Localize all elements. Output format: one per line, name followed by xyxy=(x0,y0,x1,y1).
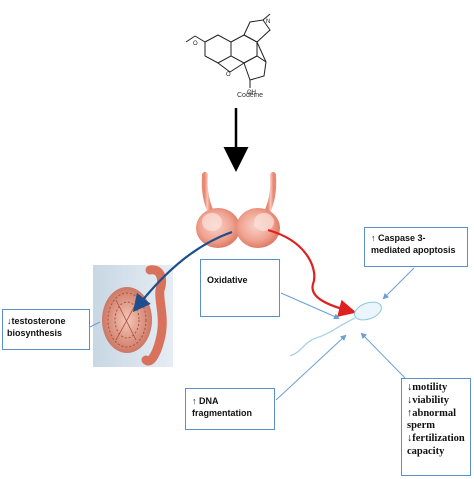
dna-to-sperm-arrow xyxy=(275,334,347,401)
sperm-effect-item: ↓fertilization xyxy=(407,433,465,445)
testosterone-line2: biosynthesis xyxy=(7,328,63,339)
testes-to-sperm-arrow xyxy=(267,228,357,317)
sperm-effect-item: ↓viability xyxy=(407,394,450,406)
dna-line1: ↑ DNA xyxy=(192,396,219,406)
motility-to-sperm-arrow xyxy=(360,332,406,379)
testosterone-line1: ↓testosterone xyxy=(7,316,66,326)
oxidative-box: Oxidative xyxy=(200,259,280,317)
sperm-effect-item: ↓motility xyxy=(407,382,448,393)
hydroxyl-label: OH xyxy=(247,90,256,96)
oxidative-text: Oxidative xyxy=(207,275,248,285)
sperm-effect-item: capacity xyxy=(407,445,445,457)
caspase-line2: mediated apoptosis xyxy=(371,245,456,256)
codeine-structure xyxy=(185,13,271,88)
ether-o-label: O xyxy=(226,72,231,78)
dna-box: ↑ DNA fragmentation xyxy=(185,388,275,430)
methoxy-o-label: O xyxy=(193,41,198,47)
oxidative-to-sperm-arrow xyxy=(280,292,340,320)
sperm-effect-item: ↑abnormal xyxy=(407,407,457,419)
caspase-box: ↑ Caspase 3- mediated apoptosis xyxy=(364,227,468,267)
caspase-to-sperm-arrow xyxy=(382,267,415,300)
testes-illustration xyxy=(196,172,280,248)
codeine-label: Codeine xyxy=(237,92,264,99)
testosterone-connector xyxy=(89,321,101,328)
nitrogen-label: N xyxy=(266,19,270,25)
sperm-illustration xyxy=(289,301,382,357)
testosterone-box: ↓testosterone biosynthesis xyxy=(2,309,90,350)
testes-to-tissue-arrow xyxy=(132,230,233,313)
dna-line2: fragmentation xyxy=(192,408,253,419)
sperm-effect-item: sperm xyxy=(407,420,435,432)
caspase-line1: ↑ Caspase 3- xyxy=(371,233,426,243)
sperm-effects-box: ↓motility ↓viability ↑abnormal sperm ↓fe… xyxy=(401,378,471,476)
